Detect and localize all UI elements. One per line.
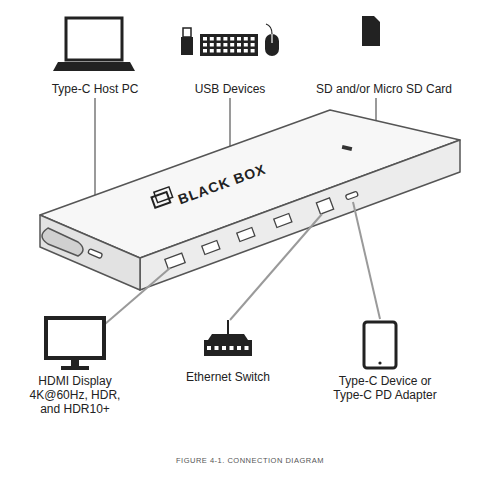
laptop-icon bbox=[53, 18, 135, 71]
sd-card-icon bbox=[362, 16, 380, 46]
device-label: Type-C Host PC bbox=[30, 82, 160, 96]
key bbox=[203, 43, 207, 47]
monitor-icon bbox=[46, 318, 104, 370]
switch-port bbox=[207, 346, 211, 350]
key bbox=[237, 49, 241, 53]
hdmi-port bbox=[165, 253, 185, 269]
logo-icon bbox=[150, 187, 174, 208]
usb-port bbox=[202, 241, 220, 255]
dock-side bbox=[40, 215, 140, 290]
key bbox=[230, 49, 234, 53]
key bbox=[251, 37, 255, 41]
leader-lines bbox=[105, 202, 380, 324]
key bbox=[203, 49, 207, 53]
cable-hook bbox=[42, 228, 83, 256]
key bbox=[210, 37, 214, 41]
usb-devices-icon bbox=[181, 24, 279, 56]
key bbox=[223, 49, 227, 53]
key bbox=[210, 43, 214, 47]
key bbox=[244, 43, 248, 47]
key bbox=[230, 37, 234, 41]
leader-line bbox=[230, 214, 322, 320]
device-label: Type-C Device or Type-C PD Adapter bbox=[323, 374, 448, 402]
key bbox=[223, 37, 227, 41]
key bbox=[203, 37, 207, 41]
figure-caption: FIGURE 4-1. CONNECTION DIAGRAM bbox=[100, 456, 400, 465]
key bbox=[237, 43, 241, 47]
dock bbox=[40, 110, 460, 290]
key bbox=[217, 37, 221, 41]
leader-line bbox=[105, 268, 170, 324]
leader-line bbox=[353, 202, 380, 319]
key bbox=[217, 43, 221, 47]
key bbox=[210, 49, 214, 53]
usb-port bbox=[274, 214, 292, 228]
usb-port bbox=[237, 228, 255, 242]
key bbox=[251, 49, 255, 53]
key bbox=[251, 43, 255, 47]
usb-c-port bbox=[88, 249, 103, 259]
key bbox=[223, 43, 227, 47]
switch-port bbox=[230, 346, 234, 350]
key bbox=[237, 37, 241, 41]
switch-port bbox=[222, 346, 226, 350]
key bbox=[217, 49, 221, 53]
switch-port bbox=[215, 346, 219, 350]
device-label: HDMI Display 4K@60Hz, HDR, and HDR10+ bbox=[25, 374, 125, 416]
ethernet-switch-icon bbox=[204, 320, 252, 356]
key bbox=[244, 49, 248, 53]
key bbox=[244, 37, 248, 41]
device-label: SD and/or Micro SD Card bbox=[299, 82, 469, 96]
key bbox=[230, 43, 234, 47]
ports bbox=[88, 191, 359, 269]
usb-c-port bbox=[345, 191, 358, 200]
switch-port bbox=[237, 346, 241, 350]
switch-port bbox=[245, 346, 249, 350]
dock-front bbox=[140, 140, 460, 290]
tablet-icon bbox=[364, 322, 396, 368]
sd-slot bbox=[342, 145, 353, 151]
ethernet-port bbox=[316, 198, 333, 214]
device-label: USB Devices bbox=[175, 82, 285, 96]
device-label: Ethernet Switch bbox=[168, 370, 288, 384]
